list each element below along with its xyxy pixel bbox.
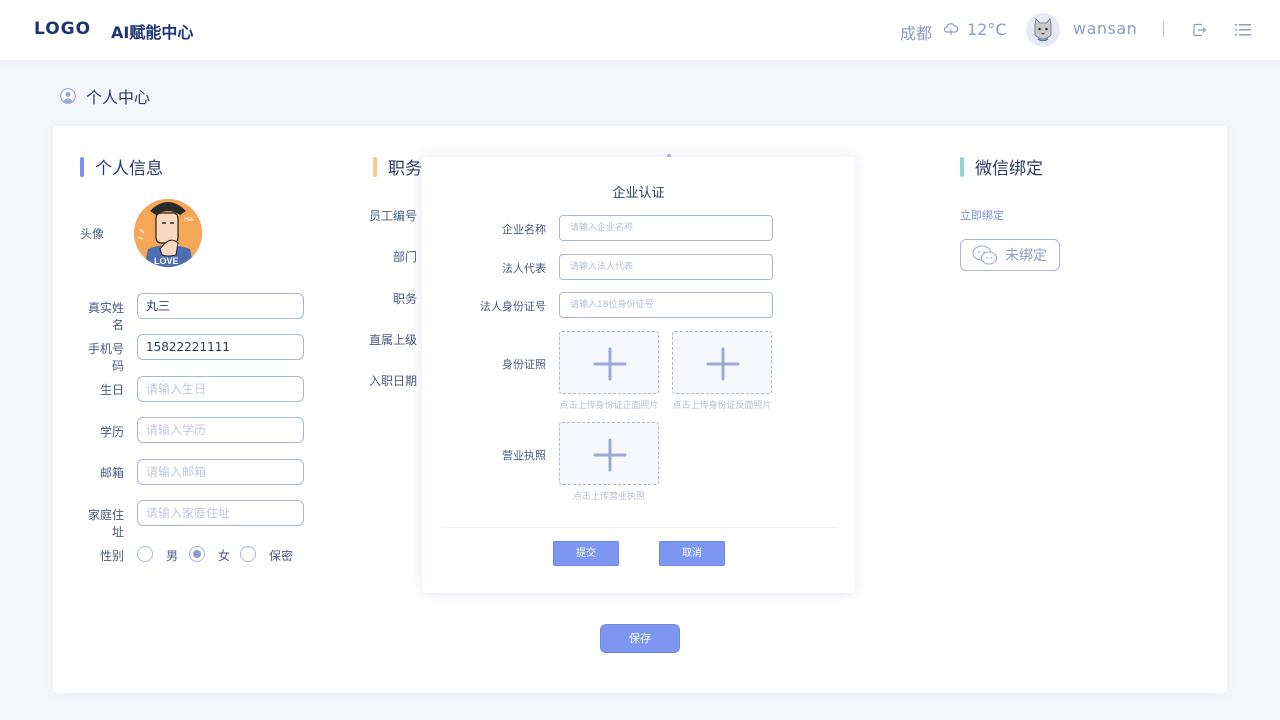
profile-avatar[interactable]: LOVE HEE	[134, 199, 202, 267]
plus-icon	[593, 438, 627, 472]
field-label-education: 学历	[99, 425, 124, 439]
cancel-button[interactable]: 取消	[659, 541, 725, 566]
logout-icon[interactable]	[1193, 23, 1207, 37]
upload-id-front-caption: 点击上传身份证正面照片	[559, 401, 659, 411]
field-label-name: 真实姓名	[87, 301, 124, 332]
field-label-email: 邮箱	[99, 466, 124, 480]
plus-icon	[593, 347, 627, 381]
wechat-status: 未绑定	[1005, 248, 1047, 264]
enterprise-verification-modal: 企业认证 企业名称 请输入企业名称 法人代表 请输入法人代表 法人身份证号 请输…	[422, 157, 855, 593]
company-name-label: 企业名称	[502, 223, 546, 236]
gender-radio-female[interactable]	[189, 546, 205, 562]
modal-title: 企业认证	[612, 186, 665, 201]
phone-input[interactable]: 15822221111	[137, 334, 304, 360]
license-label: 营业执照	[502, 449, 546, 462]
plus-icon	[706, 347, 740, 381]
gender-option-secret: 保密	[269, 549, 294, 563]
address-input[interactable]: 请输入家庭住址	[137, 500, 304, 526]
svg-text:HEE: HEE	[184, 217, 195, 223]
upload-business-license[interactable]	[559, 422, 659, 485]
upload-id-back-caption: 点击上传身份证反面照片	[672, 401, 772, 411]
cartoon-avatar-icon: LOVE HEE	[134, 199, 202, 267]
page-title: 个人中心	[60, 84, 150, 108]
svg-text:LOVE: LOVE	[154, 256, 179, 266]
submit-button[interactable]: 提交	[553, 541, 619, 566]
menu-icon[interactable]	[1235, 23, 1251, 37]
section-title: 职务	[388, 159, 422, 179]
job-label-supervisor: 直属上级	[368, 333, 417, 347]
id-photo-label: 身份证照	[502, 358, 546, 371]
save-button[interactable]: 保存	[600, 624, 680, 653]
top-bar: LOGO AI赋能中心 成都 12°C wansan	[0, 0, 1280, 60]
weather-city: 成都	[900, 24, 933, 43]
modal-divider	[442, 527, 836, 528]
section-wechat-binding: 微信绑定	[960, 154, 1043, 179]
avatar-label: 头像	[80, 227, 105, 241]
section-title: 个人信息	[95, 159, 163, 179]
wechat-icon	[972, 245, 998, 265]
email-input[interactable]: 请输入邮箱	[137, 459, 304, 485]
education-input[interactable]: 请输入学历	[137, 417, 304, 443]
field-label-phone: 手机号码	[87, 342, 124, 373]
job-label-hire-date: 入职日期	[368, 374, 417, 388]
section-job-info: 职务	[373, 154, 422, 179]
job-label-department: 部门	[392, 250, 417, 264]
header-divider	[1163, 22, 1164, 37]
gender-radio-secret[interactable]	[240, 546, 256, 562]
section-personal-info: 个人信息	[80, 154, 163, 179]
section-title: 微信绑定	[975, 159, 1043, 179]
legal-rep-input[interactable]: 请输入法人代表	[559, 254, 773, 280]
user-circle-icon	[60, 88, 76, 104]
bind-now-link[interactable]: 立即绑定	[960, 209, 1004, 222]
gender-label: 性别	[99, 549, 124, 563]
upload-id-back[interactable]	[672, 331, 772, 394]
cat-avatar-icon	[1034, 18, 1052, 42]
field-label-address: 家庭住址	[87, 508, 124, 539]
page-title-text: 个人中心	[86, 88, 151, 107]
upload-license-caption: 点击上传营业执照	[572, 492, 645, 502]
gender-option-male: 男	[166, 549, 179, 563]
cloud-icon	[943, 23, 959, 35]
wechat-bind-status-button[interactable]: 未绑定	[960, 239, 1060, 271]
weather-temperature: 12°C	[967, 20, 1007, 39]
name-input[interactable]: 丸三	[137, 293, 304, 319]
legal-rep-label: 法人代表	[502, 262, 546, 275]
logo[interactable]: LOGO	[34, 19, 92, 39]
section-accent-bar	[960, 156, 964, 177]
job-label-employee-id: 员工编号	[368, 209, 417, 223]
section-accent-bar	[80, 156, 84, 177]
company-name-input[interactable]: 请输入企业名称	[559, 215, 773, 241]
birthday-input[interactable]: 请输入生日	[137, 376, 304, 402]
username[interactable]: wansan	[1073, 19, 1138, 38]
field-label-birthday: 生日	[99, 383, 124, 397]
upload-id-front[interactable]	[559, 331, 659, 394]
gender-option-female: 女	[218, 549, 231, 563]
section-accent-bar	[373, 156, 377, 177]
user-avatar[interactable]	[1026, 13, 1060, 47]
gender-radio-male[interactable]	[137, 546, 153, 562]
legal-id-input[interactable]: 请输入18位身份证号	[559, 292, 773, 318]
legal-id-label: 法人身份证号	[480, 300, 546, 313]
app-name[interactable]: AI赋能中心	[111, 23, 194, 42]
job-label-position: 职务	[392, 292, 417, 306]
